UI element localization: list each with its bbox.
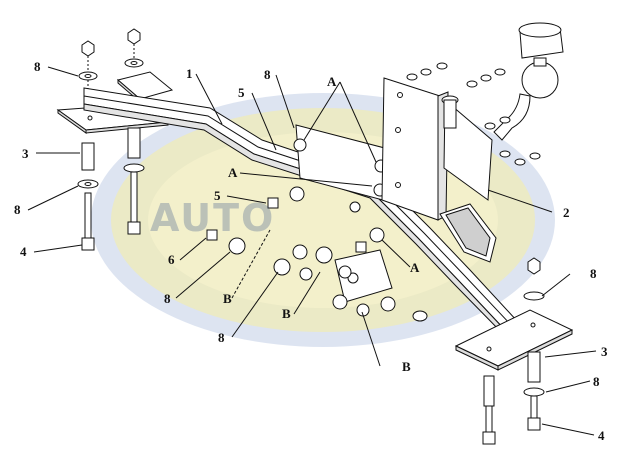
callout-B-center: B	[282, 306, 291, 321]
right-fastener-stack	[482, 257, 545, 445]
callout-8-washer-mid: 8	[164, 291, 171, 306]
callout-A-middle: A	[228, 165, 238, 180]
callout-A-top: A	[327, 74, 337, 89]
beam-side-bracket-lower	[334, 249, 393, 303]
watermark-text: AUTO	[150, 196, 276, 240]
callout-3-spacer-right: 3	[601, 344, 608, 359]
callout-8-washer-left: 8	[14, 202, 21, 217]
hitch-fasteners	[406, 62, 541, 166]
callout-4-bolt-left: 4	[20, 244, 27, 259]
electric-socket-plate	[439, 203, 497, 263]
callout-8-washer-bottom: 8	[218, 330, 225, 345]
callout-8-washer-right-top: 8	[590, 266, 597, 281]
callout-8-washer-top-left: 8	[34, 59, 41, 74]
right-mounting-plate	[454, 309, 574, 371]
callout-A-lower: A	[410, 260, 420, 275]
loose-fasteners	[206, 186, 428, 322]
tow-ball-hitch	[493, 22, 564, 141]
left-fastener-stack-2	[123, 28, 145, 235]
callout-5-bolt-mid: 5	[214, 188, 221, 203]
callout-8-washer-beam: 8	[264, 67, 271, 82]
callout-6-bolt: 6	[168, 252, 175, 267]
callout-B-right: B	[402, 359, 411, 374]
callout-8-washer-right: 8	[593, 374, 600, 389]
callout-1-cross-beam: 1	[186, 66, 193, 81]
callout-3-spacer-left: 3	[22, 146, 29, 161]
callout-B-left: B	[223, 291, 232, 306]
callout-5-bolt-top: 5	[238, 85, 245, 100]
hitch-mounting-plate	[381, 77, 493, 221]
callout-leaders	[27, 66, 597, 436]
callout-2-hitch-plate: 2	[563, 205, 570, 220]
callout-4-bolt-right: 4	[598, 428, 605, 443]
